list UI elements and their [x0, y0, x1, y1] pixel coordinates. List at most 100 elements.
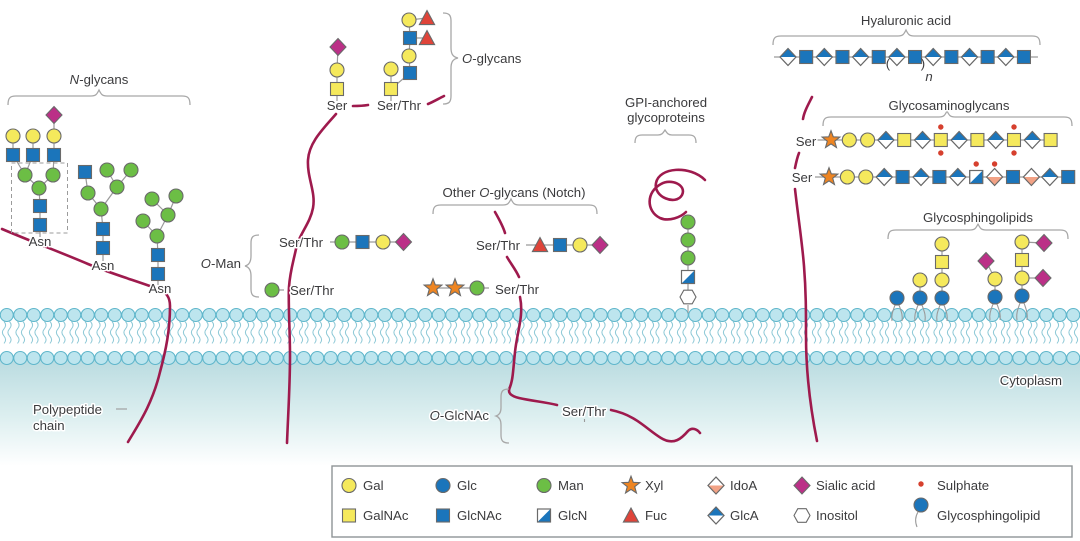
hyaluronic-acid-chain [774, 47, 1038, 67]
gsl-icon [913, 497, 929, 528]
gal-icon [341, 477, 357, 494]
polypeptide-5-dash-a [801, 95, 814, 121]
brace-hyaluronic [772, 28, 1041, 46]
legend-label-fuc: Fuc [645, 508, 667, 523]
polypeptide-chain-label-line2: chain [33, 418, 65, 433]
legend-label-sialic-acid: Sialic acid [816, 478, 875, 493]
gsl-tail-4a [989, 303, 994, 321]
serthr-label-oglycan: Ser/Thr [377, 98, 422, 113]
o-man-single [264, 282, 284, 298]
ser-label-oglycan: Ser [327, 98, 348, 113]
glycosphingolipid-1 [889, 290, 905, 306]
gsl-tail-2b [921, 304, 926, 322]
legend-label-glycosphingolipid: Glycosphingolipid [937, 508, 1040, 523]
polypeptide-3-main [507, 295, 559, 407]
glcnac-icon [435, 508, 451, 523]
hyaluronic-acid-label: Hyaluronic acid [861, 13, 951, 28]
legend-label-xyl: Xyl [645, 478, 663, 493]
inositol-icon [793, 508, 811, 523]
glycosphingolipid-4 [977, 251, 1003, 305]
legend-label-man: Man [558, 478, 584, 493]
glycosaminoglycans-label: Glycosaminoglycans [889, 98, 1010, 113]
serthr-label-notch-2: Ser/Thr [495, 282, 540, 297]
gsl-tail-4b [996, 303, 1001, 321]
brace-o-man [244, 234, 260, 298]
polypeptide-chain-label-line1: Polypeptide [33, 402, 102, 417]
serthr-label-oman-1: Ser/Thr [279, 235, 324, 250]
other-o-glycans-label: Other O-glycans (Notch) [443, 185, 586, 200]
gsl-tail-5a [1016, 302, 1021, 321]
gag-heparan-chain [815, 161, 1076, 187]
gsl-tail-3a [936, 304, 941, 322]
brace-o-glcnac [493, 388, 510, 444]
notch-o-fucose-chain [526, 235, 609, 255]
gsl-tail-5b [1023, 302, 1028, 321]
o-glcnac-label: O-GlcNAc [430, 408, 490, 423]
glc-icon [435, 477, 451, 494]
legend-label-glc: Glc [457, 478, 477, 493]
glycosphingolipid-5 [1014, 233, 1053, 304]
n-glycan-complex [5, 105, 63, 237]
gsl-tail-1b [898, 304, 903, 322]
polypeptide-2-dash-a [426, 94, 446, 106]
polypeptide-4-gpi-coil [648, 168, 707, 221]
polypeptide-3-dash-b [505, 255, 521, 279]
brace-gag [822, 109, 1073, 127]
brace-notch [432, 197, 598, 215]
polypeptide-5-dash-b [793, 151, 801, 170]
glycan-structures-layer [5, 9, 1076, 306]
polypeptide-3-after [609, 408, 702, 443]
ser-label-gag-1: Ser [796, 134, 817, 149]
polypeptide-1-nglycans [0, 227, 172, 444]
o-glycans-label: O-glycans [462, 51, 522, 66]
legend-icons [341, 475, 929, 528]
brace-o-glycans [442, 12, 459, 105]
sulphate-icon [918, 481, 924, 487]
repeat-paren-left: ( [886, 56, 891, 71]
membrane-lipid-tails [0, 321, 1080, 351]
gpi-anchor [679, 214, 697, 305]
polypeptide-2-main [285, 112, 338, 445]
n-glycans-label: N-glycans [70, 72, 129, 87]
brace-n-glycans [7, 88, 191, 106]
o-man-chain [330, 232, 413, 252]
gpi-label-line2: glycoproteins [627, 110, 705, 125]
asn-label-1: Asn [29, 234, 52, 249]
serthr-label-oglcnac: Ser/Thr [562, 404, 607, 419]
legend-label-galnac: GalNAc [363, 508, 409, 523]
gsl-tail-1a [891, 304, 896, 322]
legend: Gal GalNAc Glc GlcNAc Man GlcN Xyl Fuc I… [331, 465, 1073, 538]
serthr-label-oman-2: Ser/Thr [290, 283, 335, 298]
polypeptide-5-main [793, 187, 819, 443]
o-glycan-sialyl-core [329, 37, 347, 101]
legend-box [331, 465, 1073, 538]
legend-label-inositol: Inositol [816, 508, 858, 523]
repeat-n-label: n [925, 69, 932, 84]
n-glycan-high-mannose [135, 188, 184, 285]
legend-label-sulphate: Sulphate [937, 478, 989, 493]
polypeptide-3-dash-a [493, 210, 507, 235]
notch-o-glucose-chain [423, 278, 489, 297]
asn-label-3: Asn [149, 281, 172, 296]
ser-label-gag-2: Ser [792, 170, 813, 185]
man-icon [536, 477, 552, 494]
legend-label-idoa: IdoA [730, 478, 757, 493]
membrane-inner-leaflet [0, 350, 1080, 366]
glycosphingolipids-label: Glycosphingolipids [923, 210, 1033, 225]
brace-gsl [887, 222, 1069, 240]
cytoplasm-label: Cytoplasm [1000, 373, 1062, 388]
glcn-icon [536, 508, 552, 523]
legend-label-glcn: GlcN [558, 508, 587, 523]
gsl-tail-3b [943, 304, 948, 322]
polypeptide-2-dash-b [351, 103, 370, 108]
legend-label-gal: Gal [363, 478, 384, 493]
galnac-icon [341, 508, 357, 523]
asn-label-2: Asn [92, 258, 115, 273]
glycosphingolipid-2 [912, 272, 928, 306]
o-man-label: O-Man [201, 256, 241, 271]
n-glycan-hybrid [77, 162, 139, 261]
membrane-outer-leaflet [0, 307, 1080, 323]
cytoplasm-region [0, 358, 1080, 466]
gpi-label-line1: GPI-anchored [625, 95, 707, 110]
